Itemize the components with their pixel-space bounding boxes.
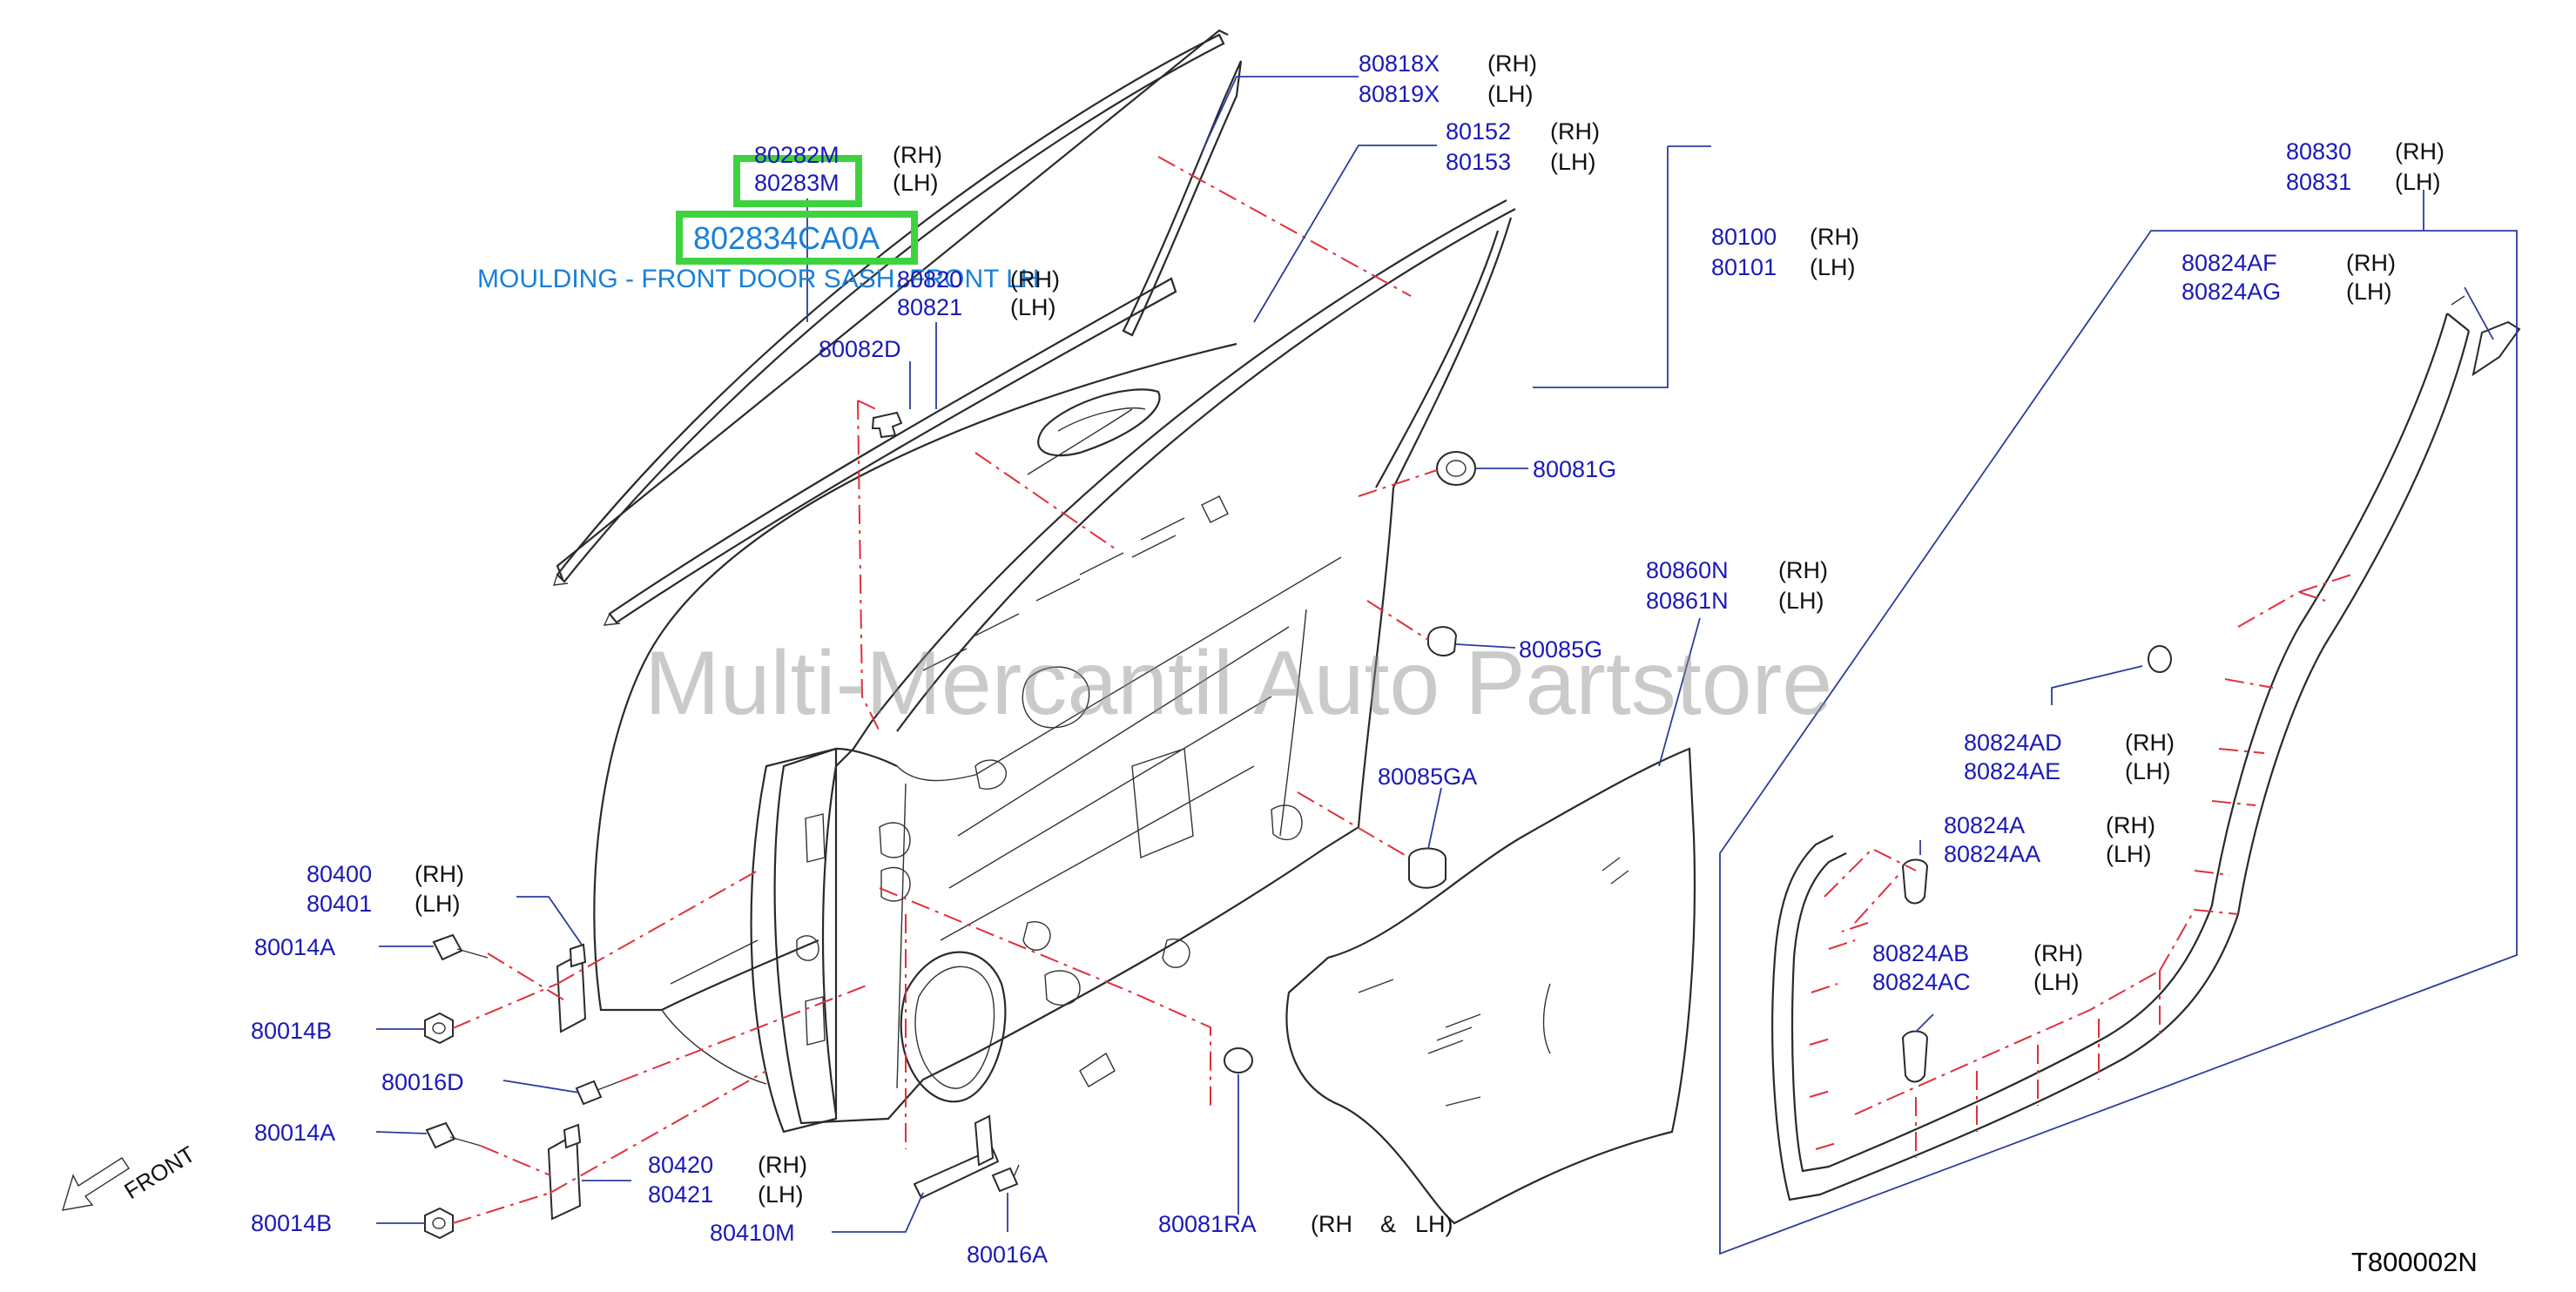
callout-80085ga-part[interactable]: 80085GA [1378,764,1477,790]
leader-lines [375,76,2518,1255]
callout-80824a-part-1[interactable]: 80824A [1944,812,2025,838]
callout-80824a-side-1: (RH) [2106,812,2155,838]
callout-80100-side-2: (LH) [1810,254,1856,280]
sealing-screen [1285,747,1696,1225]
callout-80014b-upper-part[interactable]: 80014B [251,1018,332,1044]
callout-80016d-part[interactable]: 80016D [381,1069,464,1095]
center-lines [452,156,2352,1224]
callout-80400-part-2[interactable]: 80401 [307,891,372,917]
front-label: FRONT [119,1141,199,1204]
callout-80860n-side-1: (RH) [1778,557,1828,583]
callout-80420-part-1[interactable]: 80420 [648,1152,713,1178]
callout-80818x-part-2[interactable]: 80819X [1359,81,1440,107]
callout-80824af-part-2[interactable]: 80824AG [2182,279,2281,305]
callout-80824ab-part-1[interactable]: 80824AB [1872,940,1969,966]
weatherstrip [1771,295,2521,1201]
callout-80400-side-2: (LH) [415,891,461,917]
callout-80420-side-1: (RH) [758,1152,807,1178]
callout-80400-part-1[interactable]: 80400 [307,861,372,887]
callout-80830-part-2[interactable]: 80831 [2286,169,2351,195]
callout-80820-side-1: (RH) [1010,266,1060,293]
callout-80085g-part[interactable]: 80085G [1519,636,1602,663]
callout-80824a-side-2: (LH) [2106,841,2152,867]
diagram-code: T800002N [2351,1247,2478,1277]
watermark: Multi-Mercantil Auto Partstore [644,633,1832,734]
callout-80081ra-side-3: LH) [1415,1211,1453,1237]
callout-80830-side-1: (RH) [2395,138,2445,165]
callout-80818x-side-2: (LH) [1487,81,1534,107]
highlight-box-80283m [733,155,862,207]
callout-80014a-lower-part[interactable]: 80014A [254,1120,335,1146]
callout-80824af-part-1[interactable]: 80824AF [2182,250,2277,276]
callout-80824af-side-2: (LH) [2346,279,2392,305]
callout-80282m-side-2: (LH) [893,170,939,196]
callout-80282m-part-2[interactable]: 80283M [754,170,840,196]
callout-80820-side-2: (LH) [1010,294,1056,320]
callout-80830-side-2: (LH) [2395,169,2441,195]
callout-80820-part-1[interactable]: 80820 [897,266,962,293]
callout-80282m-part-1[interactable]: 80282M [754,142,840,168]
callout-80818x-side-1: (RH) [1487,50,1537,77]
callout-80081ra-side-1: (RH [1311,1211,1352,1237]
sash-mouldings [552,29,1243,626]
callout-80860n-side-2: (LH) [1778,588,1824,614]
callout-80824ad-part-1[interactable]: 80824AD [1964,730,2062,756]
callout-80824af-side-1: (RH) [2346,250,2396,276]
callout-80410m-part[interactable]: 80410M [710,1220,795,1246]
callout-80016a-part[interactable]: 80016A [967,1242,1048,1268]
callout-80100-part-1[interactable]: 80100 [1711,224,1777,250]
highlighted-part-description: MOULDING - FRONT DOOR SASH, FRONT LH [477,265,1040,293]
callout-80282m-side-1: (RH) [893,142,942,168]
callout-80152-side-1: (RH) [1550,118,1600,145]
callout-80400-side-1: (RH) [415,861,464,887]
callout-80824ab-side-1: (RH) [2033,940,2083,966]
callout-80152-side-2: (LH) [1550,149,1596,175]
callout-80818x-part-1[interactable]: 80818X [1359,50,1440,77]
callout-80100-side-1: (RH) [1810,224,1859,250]
callout-80820-part-2[interactable]: 80821 [897,294,962,320]
callout-80081ra-side-2: & [1380,1211,1396,1237]
callout-80014b-lower-part[interactable]: 80014B [251,1210,332,1236]
callout-80100-part-2[interactable]: 80101 [1711,254,1777,280]
callout-80014a-upper-part[interactable]: 80014A [254,934,335,960]
callout-80824ad-part-2[interactable]: 80824AE [1964,758,2060,784]
callout-80152-part-2[interactable]: 80153 [1446,149,1511,175]
callout-80420-part-2[interactable]: 80421 [648,1181,713,1208]
callout-80830-part-1[interactable]: 80830 [2286,138,2351,165]
door-small-parts [424,411,1476,1240]
callout-80860n-part-2[interactable]: 80861N [1646,588,1729,614]
callout-80081ra-part[interactable]: 80081RA [1158,1211,1257,1237]
callout-80860n-part-1[interactable]: 80860N [1646,557,1729,583]
callout-80824ad-side-2: (LH) [2125,758,2171,784]
callout-80082d-part[interactable]: 80082D [819,336,901,362]
callout-80824a-part-2[interactable]: 80824AA [1944,841,2040,867]
door-outer-panel [593,342,1237,1085]
callout-80152-part-1[interactable]: 80152 [1446,118,1511,145]
door-inner-frame [750,199,1516,1134]
callout-80824ab-side-2: (LH) [2033,969,2080,995]
callout-80081g-part[interactable]: 80081G [1533,456,1616,482]
callout-80420-side-2: (LH) [758,1181,804,1208]
callout-80824ab-part-2[interactable]: 80824AC [1872,969,1971,995]
highlighted-part-number[interactable]: 802834CA0A [693,220,880,256]
highlight-box-part-number [676,211,918,265]
front-arrow [62,1157,130,1211]
callout-80824ad-side-1: (RH) [2125,730,2175,756]
